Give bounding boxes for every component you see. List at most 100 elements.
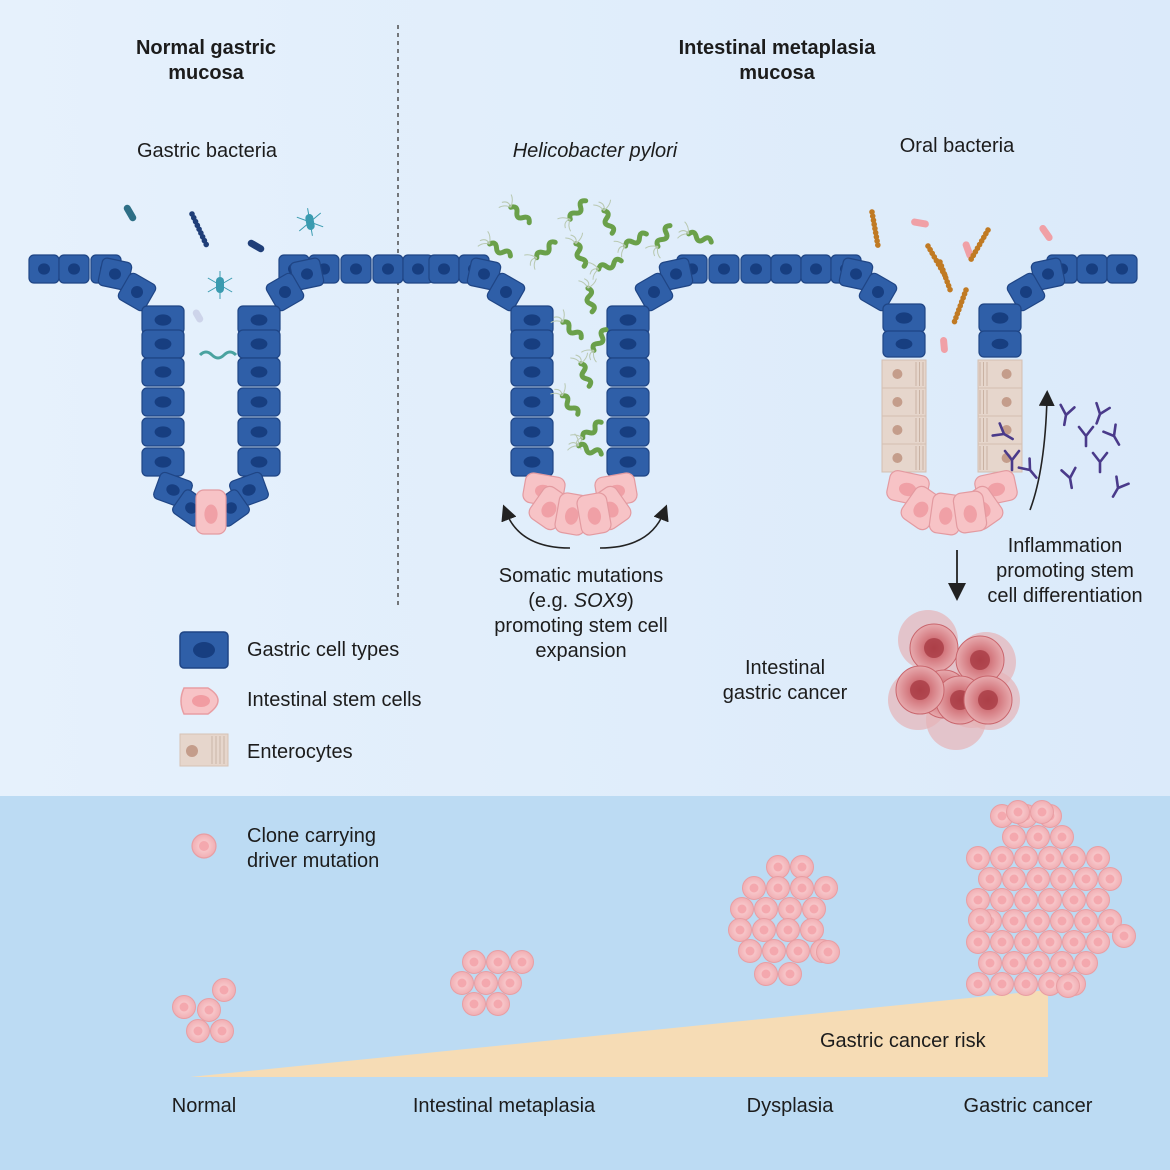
enterocyte bbox=[977, 415, 1023, 445]
h-pylori-body bbox=[623, 230, 649, 249]
gastric-cell-nucleus bbox=[250, 456, 268, 468]
gastric-cell-nucleus bbox=[154, 338, 172, 350]
gastric-cell bbox=[510, 305, 554, 335]
clone-cell-nucleus bbox=[985, 874, 995, 884]
oral-rod-bacterium bbox=[962, 241, 974, 259]
h-pylori-flagella bbox=[567, 433, 580, 451]
gastric-cell bbox=[606, 387, 650, 417]
clone-cell-nucleus bbox=[505, 978, 515, 988]
clone-cell-nucleus bbox=[517, 957, 527, 967]
clone-cell-nucleus bbox=[1021, 937, 1031, 947]
h-pylori-flagella bbox=[477, 231, 491, 247]
oral-rod-bacterium bbox=[940, 337, 948, 353]
heading-intestinal-line1: Intestinal metaplasia bbox=[678, 37, 876, 59]
gastric-cell bbox=[237, 447, 281, 477]
h-pylori-bacterium bbox=[557, 198, 589, 232]
label-oral-bacteria: Oral bacteria bbox=[899, 135, 1015, 157]
heading-normal-line1: Normal gastric bbox=[135, 37, 277, 59]
rod-bacterium bbox=[123, 204, 137, 222]
stem-cell bbox=[952, 490, 988, 534]
annotation-cancer: Intestinal gastric cancer bbox=[700, 656, 870, 706]
enterocyte bbox=[881, 387, 927, 417]
chain-segment bbox=[874, 238, 880, 244]
h-pylori-body bbox=[580, 419, 604, 441]
gastric-cell-nucleus bbox=[619, 366, 637, 378]
clone-cell-nucleus bbox=[457, 978, 467, 988]
h-pylori-body bbox=[567, 198, 589, 222]
chain-segment bbox=[872, 229, 879, 236]
gastric-cell-nucleus bbox=[225, 502, 237, 514]
cancer-cluster bbox=[888, 610, 1020, 750]
gastric-cell-nucleus bbox=[250, 426, 268, 438]
stage-gastric-cancer: Gastric cancer bbox=[963, 1095, 1093, 1117]
gastric-cell-nucleus bbox=[154, 396, 172, 408]
h-pylori-flagella bbox=[578, 278, 597, 289]
clone-cell-nucleus bbox=[1081, 916, 1091, 926]
clone-cell-nucleus bbox=[193, 1026, 203, 1036]
clone-cell-nucleus bbox=[797, 862, 807, 872]
stem-cell-nucleus bbox=[898, 482, 917, 497]
cancer-cell-nucleus bbox=[978, 690, 998, 710]
gastric-cell bbox=[265, 272, 305, 312]
inflammation-line2: promoting stem bbox=[996, 560, 1134, 582]
gastric-cell-nucleus bbox=[242, 484, 256, 496]
gastric-cell-nucleus bbox=[250, 396, 268, 408]
somatic-line2-post: ) bbox=[627, 590, 634, 612]
inflammation-line1: Inflammation bbox=[1007, 535, 1123, 557]
chain-segment bbox=[871, 221, 877, 228]
h-pylori-flagella bbox=[498, 194, 513, 209]
cancer-cell-nucleus bbox=[924, 638, 944, 658]
enterocyte-nucleus bbox=[892, 397, 903, 407]
enterocyte bbox=[977, 359, 1023, 389]
antibody-shape bbox=[1017, 457, 1038, 479]
clone-cell-nucleus bbox=[783, 925, 793, 935]
oral-rod-bacterium bbox=[1039, 224, 1053, 242]
clone-cell-nucleus bbox=[735, 925, 745, 935]
stem-cell-nucleus bbox=[913, 501, 929, 518]
inflammation-line3: cell differentiation bbox=[987, 585, 1143, 607]
h-pylori-bacterium bbox=[567, 433, 604, 457]
stem-cell-nucleus bbox=[204, 504, 218, 524]
clone-cell-nucleus bbox=[761, 969, 771, 979]
gastric-cell bbox=[510, 357, 554, 387]
somatic-line2-pre: (e.g. bbox=[528, 590, 574, 612]
chain-segment bbox=[875, 242, 881, 248]
enterocyte-nucleus bbox=[1001, 397, 1012, 407]
somatic-line4: expansion bbox=[535, 640, 627, 662]
h-pylori-flagella bbox=[570, 352, 589, 365]
chain-segment bbox=[869, 213, 876, 219]
clone-cell-nucleus bbox=[823, 947, 833, 957]
flagellum bbox=[296, 216, 311, 223]
clone-cell-nucleus bbox=[1081, 958, 1091, 968]
gastric-cell bbox=[117, 272, 157, 312]
h-pylori-body bbox=[534, 239, 558, 261]
h-pylori-flagella bbox=[581, 349, 597, 363]
chain-bacterium bbox=[869, 209, 881, 248]
antibodies bbox=[991, 401, 1130, 498]
gastric-cell-nucleus bbox=[250, 338, 268, 350]
h-pylori-flagella bbox=[550, 383, 566, 397]
clone-cell-nucleus bbox=[1013, 807, 1023, 817]
flagellum bbox=[298, 221, 311, 232]
antibody-shape bbox=[1111, 475, 1130, 498]
heading-intestinal-line2: mucosa bbox=[739, 62, 815, 84]
antibody-shape bbox=[1102, 423, 1121, 446]
clone-cell-nucleus bbox=[821, 883, 831, 893]
gastric-cell-nucleus bbox=[523, 456, 541, 468]
legend-gastric-nucleus-icon bbox=[193, 642, 215, 658]
gastric-cell-nucleus bbox=[523, 426, 541, 438]
gastric-cell-nucleus bbox=[500, 286, 512, 298]
gastric-cell-nucleus bbox=[872, 286, 884, 298]
antibody bbox=[991, 422, 1014, 441]
enterocyte-body bbox=[977, 359, 1023, 389]
somatic-gene: SOX9 bbox=[573, 590, 628, 612]
h-pylori-bacterium bbox=[613, 230, 649, 258]
clone-cell-nucleus bbox=[1045, 937, 1055, 947]
clone-cell-nucleus bbox=[204, 1005, 214, 1015]
chain-bacterium bbox=[937, 259, 953, 293]
gastric-cell bbox=[1076, 254, 1108, 284]
clone-cell-nucleus bbox=[807, 925, 817, 935]
enterocyte-nucleus bbox=[1001, 369, 1012, 379]
gastric-cell-nucleus bbox=[523, 396, 541, 408]
gastric-cell-nucleus bbox=[619, 456, 637, 468]
